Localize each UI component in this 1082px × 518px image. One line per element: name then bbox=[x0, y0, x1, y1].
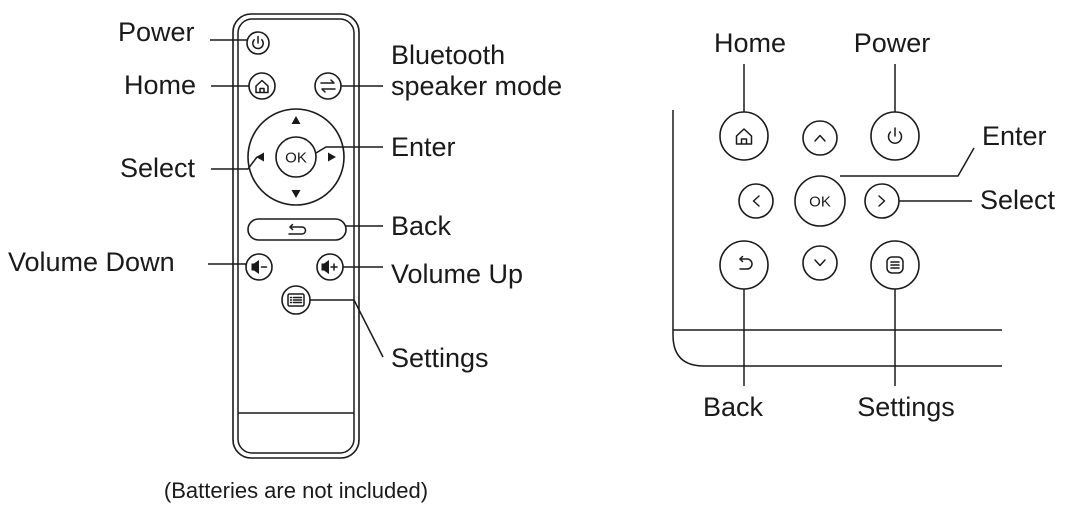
panel-outer-edge bbox=[672, 110, 1002, 367]
remote-back-button bbox=[247, 218, 347, 241]
menu-icon bbox=[886, 256, 904, 274]
remote-settings-button bbox=[281, 285, 311, 315]
panel-label-settings: Settings bbox=[857, 392, 955, 422]
remote-label-bluetooth-line2: speaker mode bbox=[391, 71, 562, 101]
remote-power-button bbox=[246, 31, 270, 55]
panel-label-select: Select bbox=[980, 185, 1056, 215]
panel-left-button bbox=[738, 183, 774, 219]
chevron-right-icon bbox=[878, 195, 886, 207]
panel-home-button bbox=[719, 111, 769, 161]
remote-ok-label: OK bbox=[285, 150, 307, 167]
batteries-note: (Batteries are not included) bbox=[164, 478, 428, 503]
panel-power-button bbox=[870, 111, 920, 161]
panel-leader-lines bbox=[743, 64, 975, 386]
down-arrow-icon bbox=[291, 190, 301, 198]
back-arrow-icon bbox=[739, 255, 753, 270]
panel-label-enter: Enter bbox=[982, 121, 1047, 151]
left-arrow-icon bbox=[256, 152, 264, 162]
panel-right-button bbox=[864, 183, 900, 219]
volume-down-icon bbox=[251, 260, 268, 274]
panel-back-button bbox=[719, 240, 769, 290]
remote-leader-lines bbox=[208, 39, 384, 358]
home-icon bbox=[255, 79, 269, 94]
chevron-left-icon bbox=[752, 195, 760, 207]
remote-label-volume-down: Volume Down bbox=[8, 247, 175, 277]
panel-ok-label: OK bbox=[809, 194, 831, 211]
remote-label-settings: Settings bbox=[391, 343, 489, 373]
remote-label-home: Home bbox=[124, 70, 196, 100]
remote-label-power: Power bbox=[118, 17, 195, 47]
panel-down-button bbox=[802, 245, 838, 281]
panel-settings-button bbox=[870, 240, 920, 290]
volume-up-icon bbox=[321, 260, 338, 274]
control-panel: OK bbox=[672, 110, 1002, 367]
right-arrow-icon bbox=[328, 152, 336, 162]
power-icon bbox=[887, 127, 903, 144]
swap-arrows-icon bbox=[320, 79, 336, 93]
home-icon bbox=[735, 128, 753, 145]
up-arrow-icon bbox=[291, 116, 301, 124]
menu-list-icon bbox=[287, 293, 305, 307]
chevron-down-icon bbox=[814, 259, 826, 267]
panel-label-home: Home bbox=[714, 28, 786, 58]
remote-volume-down-button bbox=[245, 253, 273, 281]
remote-volume-up-button bbox=[316, 253, 344, 281]
panel-up-button bbox=[802, 120, 838, 156]
remote-ok-button bbox=[275, 136, 317, 178]
remote-label-bluetooth-line1: Bluetooth bbox=[391, 40, 505, 70]
remote-label-volume-up: Volume Up bbox=[391, 259, 523, 289]
remote-bluetooth-speaker-button bbox=[314, 72, 342, 100]
remote-control: OK bbox=[232, 13, 360, 459]
remote-body-inner bbox=[237, 18, 355, 454]
remote-dpad: OK bbox=[247, 108, 345, 206]
power-icon bbox=[252, 35, 264, 50]
remote-label-enter: Enter bbox=[391, 132, 456, 162]
back-arrow-icon bbox=[288, 223, 307, 235]
panel-label-back: Back bbox=[703, 392, 764, 422]
panel-ok-button: OK bbox=[794, 175, 846, 227]
remote-label-back: Back bbox=[391, 211, 452, 241]
chevron-up-icon bbox=[814, 134, 826, 142]
remote-home-button bbox=[248, 72, 276, 100]
panel-label-power: Power bbox=[854, 28, 931, 58]
remote-label-select: Select bbox=[120, 153, 196, 183]
